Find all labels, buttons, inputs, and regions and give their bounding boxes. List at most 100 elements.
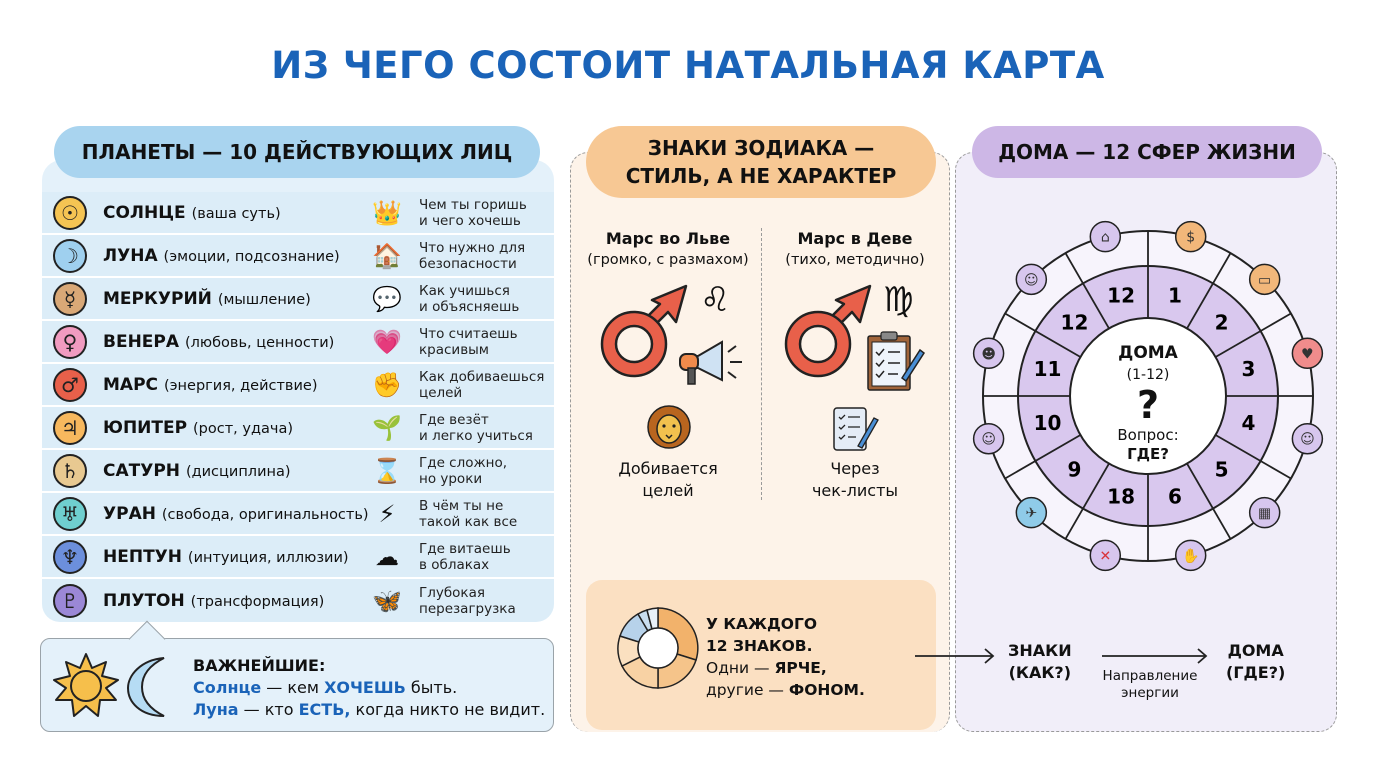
planet-name: ЮПИТЕР (рост, удача) xyxy=(103,417,293,438)
svg-text:✈: ✈ xyxy=(1025,506,1037,522)
svg-text:☺: ☺ xyxy=(1300,432,1315,448)
planet-symbol-icon: ♃ xyxy=(53,410,87,445)
planet-meaning: Где витаешь в облаках xyxy=(419,540,511,573)
wheel-center-range: (1-12) xyxy=(1127,367,1170,383)
house-number: 18 xyxy=(1107,484,1135,508)
coin-icon: $ xyxy=(1174,220,1207,253)
arrow-right-icon xyxy=(1102,648,1208,664)
hourglass-icon: ⌛ xyxy=(372,456,402,485)
planet-list: ☉СОЛНЦЕ (ваша суть)👑Чем ты горишь и чего… xyxy=(42,192,554,622)
signs-header: ЗНАКИ ЗОДИАКА — СТИЛЬ, А НЕ ХАРАКТЕР xyxy=(586,126,936,198)
signs-summary-text: У КАЖДОГО 12 ЗНАКОВ. Одни — ЯРЧЕ, другие… xyxy=(706,613,865,701)
handshake-icon: ✋ xyxy=(1174,539,1207,572)
planet-symbol-icon: ♅ xyxy=(53,496,87,531)
lightning-plug-icon: ⚡ xyxy=(378,499,396,528)
houses-header: ДОМА — 12 СФЕР ЖИЗНИ xyxy=(972,126,1322,178)
planet-row: ☉СОЛНЦЕ (ваша суть)👑Чем ты горишь и чего… xyxy=(42,192,554,235)
planet-symbol-icon: ♇ xyxy=(53,583,87,618)
planet-row: ☽ЛУНА (эмоции, подсознание)🏠Что нужно дл… xyxy=(42,235,554,278)
planet-name: ВЕНЕРА (любовь, ценности) xyxy=(103,331,335,352)
svg-text:✋: ✋ xyxy=(1182,547,1199,564)
wheel-center-where: ГДЕ? xyxy=(1127,445,1169,463)
book-icon: ▭ xyxy=(1248,263,1281,296)
summary-line1: У КАЖДОГО xyxy=(706,615,818,633)
virgo-glyph-icon: ♍ xyxy=(883,280,914,320)
planet-symbol-icon: ♄ xyxy=(53,453,87,488)
key-planets-callout xyxy=(40,638,554,732)
moon-icon xyxy=(126,657,165,717)
planet-meaning: Как добиваешься целей xyxy=(419,368,545,401)
planet-symbol-icon: ♆ xyxy=(53,539,87,574)
planet-row: ♂МАРС (энергия, действие)✊Как добиваешьс… xyxy=(42,364,554,407)
svg-text:♥: ♥ xyxy=(1301,346,1314,362)
planet-meaning: Глубокая перезагрузка xyxy=(419,584,516,617)
airplane-icon: ✈ xyxy=(1015,496,1048,529)
mars-leo-note: (громко, с размахом) xyxy=(587,252,749,268)
mars-in-virgo-column: Марс в Деве (тихо, методично) xyxy=(765,228,945,270)
planet-name: МАРС (энергия, действие) xyxy=(103,374,318,395)
svg-text:☺: ☺ xyxy=(981,432,996,448)
planet-name: МЕРКУРИЙ (мышление) xyxy=(103,288,311,309)
svg-text:☺: ☺ xyxy=(1024,272,1039,288)
svg-text:▭: ▭ xyxy=(1258,272,1271,288)
speech-brain-icon: 💬 xyxy=(372,284,402,313)
arrow-right-icon xyxy=(915,648,995,664)
energy-direction-note: Направление энергии xyxy=(1102,668,1198,701)
planet-row: ♀ВЕНЕРА (любовь, ценности)💗Что считаешь … xyxy=(42,321,554,364)
mars-symbol-icon xyxy=(784,284,872,378)
planet-row: ♅ УРАН (свобода, оригинальность) ⚡ В чём ты… xyxy=(42,493,554,536)
summary-line4: другие — ФОНОМ. xyxy=(706,681,865,699)
cloud-eye-icon: ☁ xyxy=(375,542,399,571)
houses-where-label: ДОМА(ГДЕ?) xyxy=(1226,641,1286,682)
cross-x-icon: ✕ xyxy=(1089,539,1122,572)
house-shield-icon: 🏠 xyxy=(372,241,402,270)
sun-icon xyxy=(53,653,119,717)
clipboard-checklist-icon xyxy=(867,331,926,391)
planet-symbol-icon: ☽ xyxy=(53,238,87,273)
house-number: 11 xyxy=(1034,357,1062,381)
wheel-center-question: Вопрос: xyxy=(1117,426,1178,444)
house-number: 3 xyxy=(1241,357,1255,381)
page-title: ИЗ ЧЕГО СОСТОИТ НАТАЛЬНАЯ КАРТА xyxy=(271,44,1105,87)
column-divider xyxy=(761,228,762,500)
leo-glyph-icon: ♌ xyxy=(700,280,731,320)
mars-leo-title: Марс во Льве xyxy=(605,229,731,248)
planet-symbol-icon: ♀ xyxy=(53,324,87,359)
person-money-icon: ☺ xyxy=(972,422,1005,455)
house-number: 6 xyxy=(1168,484,1182,508)
planet-meaning: Как учишься и объясняешь xyxy=(419,282,520,315)
planet-name: ПЛУТОН (трансформация) xyxy=(103,590,325,611)
planet-meaning: В чём ты не такой как все xyxy=(419,497,518,530)
planet-name: НЕПТУН (интуиция, иллюзии) xyxy=(103,546,349,567)
mars-virgo-note: (тихо, методично) xyxy=(785,252,925,268)
heart-hands-icon: 💗 xyxy=(372,327,402,356)
planets-header: ПЛАНЕТЫ — 10 ДЕЙСТВУЮЩИХ ЛИЦ xyxy=(54,126,540,178)
zodiac-donut-chart-icon xyxy=(617,607,699,689)
planet-symbol-icon: ☉ xyxy=(53,195,87,230)
person-laptop-icon: ☺ xyxy=(1015,263,1048,296)
house-number: 9 xyxy=(1068,458,1082,482)
planet-name: СОЛНЦЕ (ваша суть) xyxy=(103,202,281,223)
mars-leo-caption: Добивается целей xyxy=(618,459,718,500)
megaphone-icon xyxy=(679,340,742,385)
svg-text:▦: ▦ xyxy=(1258,506,1271,522)
lion-icon xyxy=(647,405,691,449)
planet-name: УРАН (свобода, оригинальность) xyxy=(103,503,369,524)
house-number: 12 xyxy=(1061,310,1089,334)
heart-icon: ♥ xyxy=(1291,337,1324,370)
family-icon: ☺ xyxy=(1291,422,1324,455)
butterfly-icon: 🦋 xyxy=(372,586,402,615)
signs-how-label: ЗНАКИ(КАК?) xyxy=(1008,641,1072,682)
svg-text:✕: ✕ xyxy=(1099,548,1111,564)
callout-heading: ВАЖНЕЙШИЕ: xyxy=(193,656,326,675)
planet-meaning: Что нужно для безопасности xyxy=(419,239,526,272)
planet-meaning: Где сложно, но уроки xyxy=(419,454,508,487)
work-desk-icon: ▦ xyxy=(1248,496,1281,529)
house-number: 2 xyxy=(1215,310,1229,334)
callout-moon-line: Луна — кто ЕСТЬ, когда никто не видит. xyxy=(193,700,546,719)
house-icon: ⌂ xyxy=(1089,220,1122,253)
checklist-pen-icon xyxy=(833,407,879,451)
planet-name: САТУРН (дисциплина) xyxy=(103,460,291,481)
house-number: 4 xyxy=(1241,411,1255,435)
